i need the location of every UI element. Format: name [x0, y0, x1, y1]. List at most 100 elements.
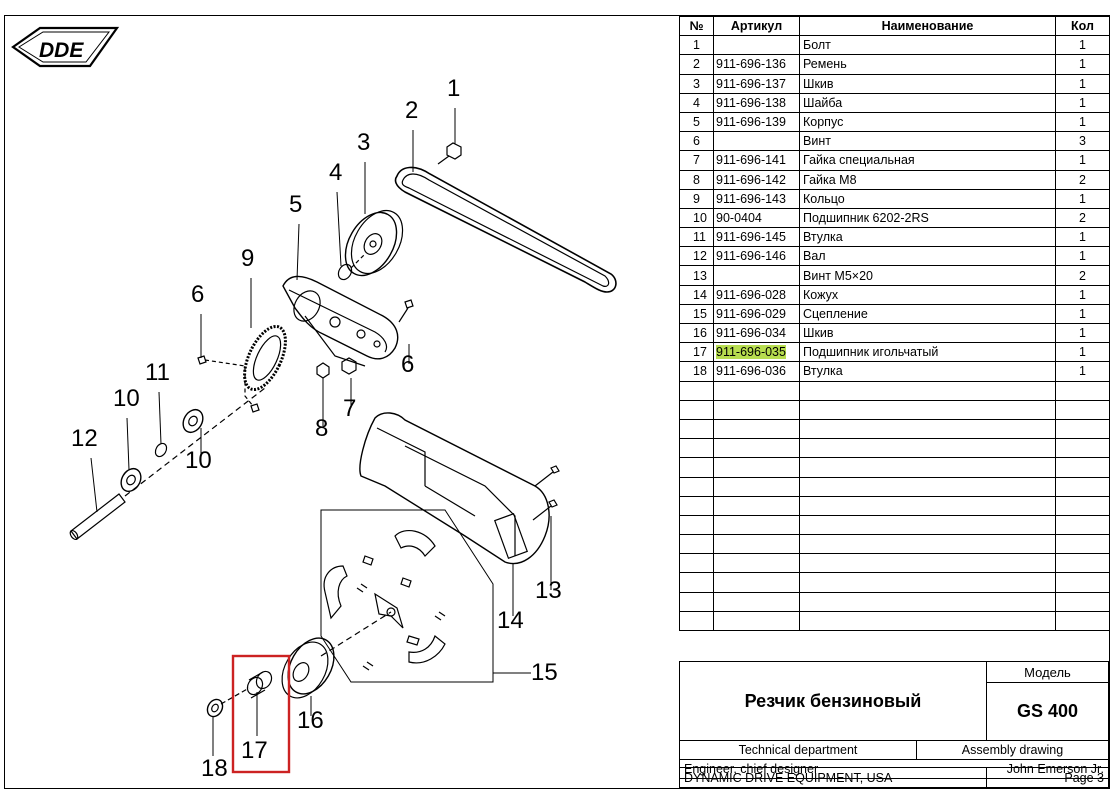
row-name: Втулка	[799, 227, 1056, 248]
empty-cell	[713, 438, 800, 459]
empty-cell	[1055, 553, 1110, 574]
empty-cell	[713, 553, 800, 574]
empty-table-row	[679, 591, 1110, 612]
callout-9: 9	[241, 245, 254, 272]
empty-cell	[713, 418, 800, 440]
row-no: 18	[679, 361, 714, 382]
row-article: 911-696-143	[713, 188, 800, 209]
row-no: 2	[679, 54, 714, 75]
row-no: 12	[679, 246, 714, 267]
empty-table-row	[679, 476, 1110, 497]
row-qty: 3	[1055, 131, 1110, 152]
engineer-name: John Emerson Jr.	[1006, 762, 1104, 776]
empty-cell	[799, 495, 1056, 516]
row-name: Шкив	[799, 73, 1056, 94]
empty-cell	[679, 495, 714, 516]
empty-table-row	[679, 399, 1110, 420]
empty-table-row	[679, 418, 1110, 440]
empty-cell	[679, 476, 714, 497]
empty-table-row	[679, 553, 1110, 574]
row-no: 6	[679, 131, 714, 152]
callout-4: 4	[329, 159, 342, 186]
row-name: Винт М5×20	[799, 265, 1056, 286]
empty-cell	[799, 553, 1056, 574]
row-name: Корпус	[799, 111, 1056, 133]
header-name: Наименование	[799, 15, 1056, 37]
row-qty: 1	[1055, 361, 1110, 382]
row-qty: 1	[1055, 150, 1110, 171]
callout-1: 1	[447, 75, 460, 102]
callout-18: 18	[201, 755, 228, 782]
empty-cell	[679, 553, 714, 574]
row-no: 14	[679, 284, 714, 305]
empty-cell	[799, 591, 1056, 612]
part-2-belt	[394, 166, 617, 293]
empty-cell	[679, 438, 714, 459]
empty-cell	[799, 572, 1056, 593]
engineer-role: Engineer, chief designer	[684, 762, 819, 776]
row-article: 911-696-141	[713, 150, 800, 171]
empty-cell	[799, 514, 1056, 536]
page-number: Page 3	[986, 767, 1109, 788]
empty-cell	[713, 572, 800, 593]
part-1-bolt	[437, 142, 462, 165]
callout-10-lower: 10	[185, 447, 212, 474]
empty-cell	[713, 534, 800, 555]
empty-table-row	[679, 514, 1110, 536]
empty-cell	[799, 399, 1056, 420]
row-no: 7	[679, 150, 714, 171]
row-name: Подшипник игольчатый	[799, 342, 1056, 363]
row-name: Шайба	[799, 92, 1056, 113]
empty-cell	[799, 610, 1056, 632]
empty-cell	[1055, 534, 1110, 555]
callout-11: 11	[145, 359, 170, 386]
row-qty: 1	[1055, 322, 1110, 344]
callout-14: 14	[497, 607, 524, 634]
part-15-clutch-kit	[320, 509, 494, 683]
empty-cell	[1055, 380, 1110, 401]
part-17-highlight-box	[231, 654, 291, 774]
empty-cell	[1055, 418, 1110, 440]
row-article: 911-696-137	[713, 73, 800, 94]
empty-cell	[679, 399, 714, 420]
row-no: 11	[679, 227, 714, 248]
leader-lines	[90, 108, 552, 756]
callout-7: 7	[343, 395, 356, 422]
part-18-sleeve	[206, 698, 224, 718]
row-no: 3	[679, 73, 714, 94]
row-article: 911-696-142	[713, 169, 800, 190]
part-9-ring	[243, 324, 287, 392]
empty-cell	[679, 610, 714, 632]
row-name: Болт	[799, 35, 1056, 56]
empty-table-row	[679, 610, 1110, 632]
empty-cell	[713, 610, 800, 632]
row-article: 911-696-139	[713, 111, 800, 133]
dde-logo-text: DDE	[39, 39, 84, 62]
empty-cell	[679, 534, 714, 555]
callout-numbers: 1 2 3 4 5 9 6 6 7 8 11 10 10 12 13 14 15…	[71, 75, 562, 782]
part-3-pulley	[344, 209, 404, 277]
callout-10-upper: 10	[113, 385, 140, 412]
row-qty: 1	[1055, 284, 1110, 305]
row-no: 17	[679, 342, 714, 363]
empty-cell	[679, 572, 714, 593]
row-article: 911-696-034	[713, 322, 800, 344]
empty-cell	[799, 534, 1056, 555]
row-qty: 1	[1055, 73, 1110, 94]
empty-table-row	[679, 534, 1110, 555]
header-no: №	[679, 15, 714, 37]
part-17-needle-bearing	[246, 670, 273, 699]
empty-cell	[1055, 610, 1110, 632]
row-no: 10	[679, 207, 714, 229]
empty-table-row	[679, 572, 1110, 593]
row-qty: 1	[1055, 92, 1110, 113]
exploded-view-svg: DDE 1 2 3 4 5 9 6 6 7 8 11 10 10 12 13 1…	[11, 26, 617, 782]
empty-cell	[713, 591, 800, 612]
empty-cell	[713, 399, 800, 420]
